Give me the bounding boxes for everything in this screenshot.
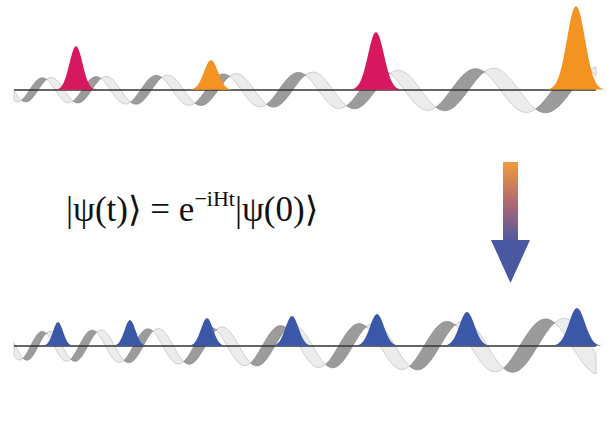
packet-group — [55, 6, 604, 90]
arrow-shaft — [503, 162, 518, 242]
ribbon — [14, 318, 596, 373]
wave-packet — [42, 322, 74, 346]
equation-part: |ψ(t)⟩ = e — [66, 190, 194, 229]
wave-packet — [443, 312, 491, 346]
ribbon-waves — [14, 66, 596, 373]
axis-line — [14, 89, 596, 91]
wave-packets — [42, 6, 604, 346]
wave-packet — [551, 308, 602, 346]
exponent: −iHt — [194, 186, 235, 211]
wave-packet — [547, 6, 604, 89]
equation-part: |ψ(0)⟩ — [235, 190, 318, 229]
ribbon-segment — [14, 91, 22, 102]
wave-packet — [350, 32, 401, 90]
arrow-head — [491, 240, 530, 283]
equation: |ψ(t)⟩ = e−iHt|ψ(0)⟩ — [66, 186, 318, 230]
wave-packet — [55, 46, 96, 90]
wave-packet — [112, 320, 147, 346]
wave-packet — [355, 314, 399, 346]
ribbon — [14, 66, 596, 112]
time-arrow — [491, 162, 530, 283]
packet-group — [42, 308, 602, 346]
wave-packet — [271, 316, 312, 346]
wave-packet — [188, 318, 226, 346]
wave-packet — [189, 60, 233, 90]
